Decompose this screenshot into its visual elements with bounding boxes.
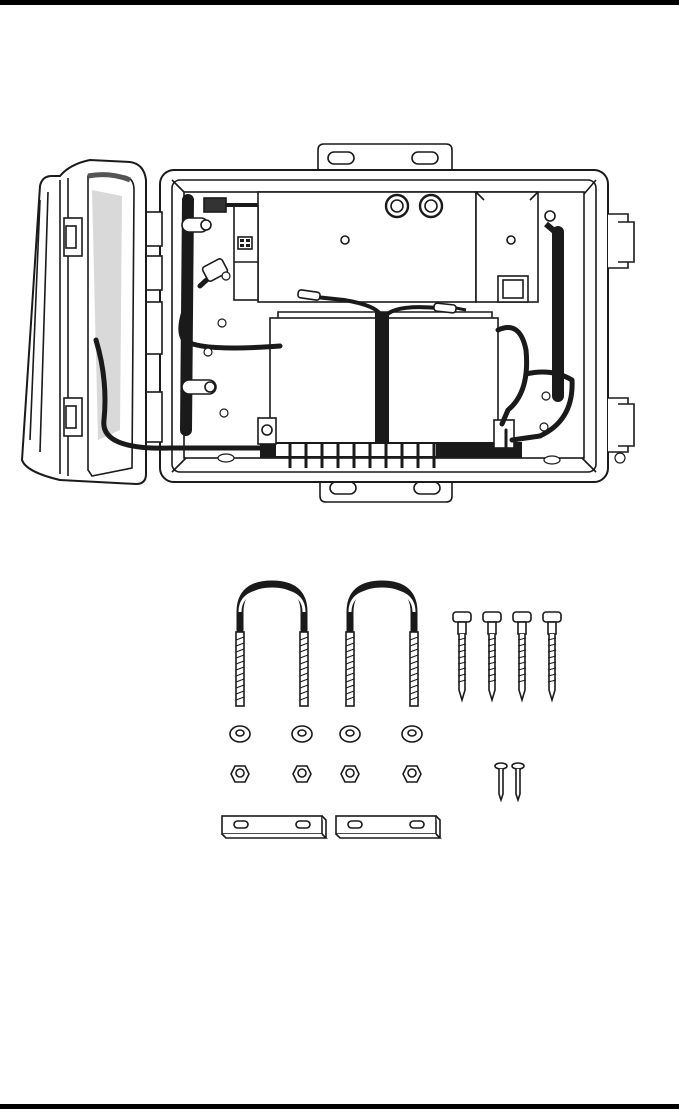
hex-nut-3 [341,766,359,782]
lock-washer-2 [292,726,312,742]
hex-nut-1 [231,766,249,782]
hex-nuts [231,766,421,782]
lag-screw-4 [543,612,561,700]
electronics-board [234,192,538,302]
lag-screw-3 [513,612,531,700]
small-screw-2 [512,763,524,800]
saddle-plates [222,816,440,838]
hex-nut-2 [293,766,311,782]
hex-nut-4 [403,766,421,782]
saddle-plate-2 [336,816,440,838]
small-screws [495,763,524,800]
hinge-strip [146,212,162,442]
enclosure-lid [22,160,146,484]
lock-washer-1 [230,726,250,742]
lag-screws [453,612,561,700]
u-bolt-1 [236,584,308,706]
small-screw-1 [495,763,507,800]
lock-washers [230,726,422,742]
lock-washer-4 [402,726,422,742]
u-bolt-2 [346,584,418,706]
hardware-kit [222,584,561,838]
lag-screw-2 [483,612,501,700]
latch-right-bottom [608,398,634,452]
bottom-rule [0,1104,679,1109]
lag-screw-1 [453,612,471,700]
enclosure-assembly [22,144,634,502]
saddle-plate-1 [222,816,326,838]
lock-washer-3 [340,726,360,742]
latch-right-top [608,214,634,268]
